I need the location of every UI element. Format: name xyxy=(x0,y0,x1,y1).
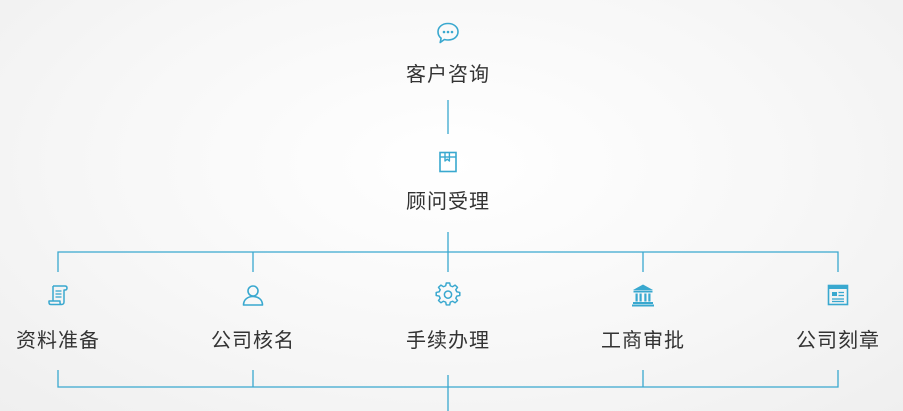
form-document-icon xyxy=(827,284,849,306)
user-icon xyxy=(242,285,264,306)
gear-icon xyxy=(435,282,461,306)
branch-label: 资料准备 xyxy=(16,328,100,352)
folder-bookmark-icon xyxy=(439,151,457,173)
branch-procedure-handling: 手续办理 xyxy=(378,282,518,352)
step-label: 顾问受理 xyxy=(406,189,490,213)
scroll-document-icon xyxy=(48,285,68,306)
step-consultant-acceptance: 顾问受理 xyxy=(378,149,518,213)
branch-company-seal: 公司刻章 xyxy=(768,282,903,352)
branch-document-preparation: 资料准备 xyxy=(0,282,128,352)
step-label: 客户咨询 xyxy=(406,62,490,86)
branch-business-approval: 工商审批 xyxy=(573,282,713,352)
branch-label: 公司核名 xyxy=(211,328,295,352)
branch-label: 工商审批 xyxy=(601,328,685,352)
branch-label: 公司刻章 xyxy=(796,328,880,352)
bank-building-icon xyxy=(632,284,654,307)
branch-label: 手续办理 xyxy=(406,328,490,352)
step-customer-consultation: 客户咨询 xyxy=(378,20,518,86)
branch-company-name-check: 公司核名 xyxy=(183,282,323,352)
chat-bubble-icon xyxy=(437,22,459,44)
